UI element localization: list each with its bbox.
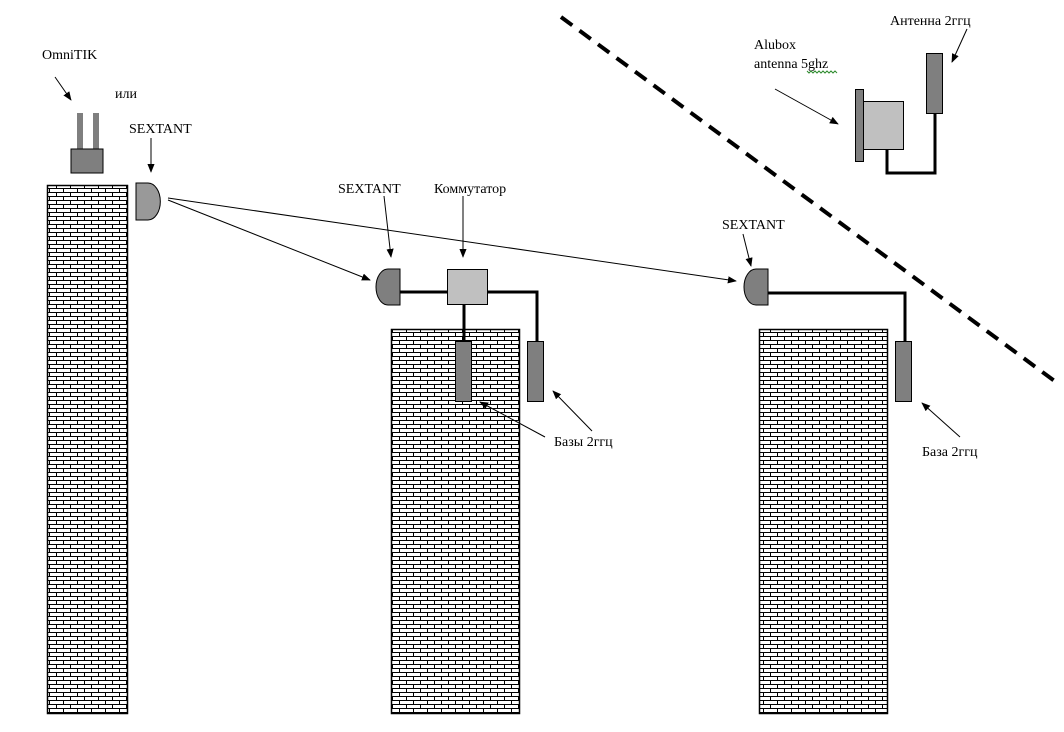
sextant-antenna-icon: [743, 268, 769, 306]
label-base-2ghz: База 2ггц: [922, 445, 978, 460]
pointer-sextant-3: [742, 233, 753, 267]
sextant-antenna-icon: [135, 182, 161, 221]
label-sextant-3: SEXTANT: [722, 218, 785, 233]
alubox-plate-icon: [855, 89, 864, 162]
pointer-alubox: [774, 88, 839, 125]
label-omnitik: OmniTIK: [42, 48, 97, 63]
switch-icon: [447, 269, 488, 305]
pointer-sextant-2: [383, 195, 394, 258]
pointer-base-2b: [552, 390, 593, 432]
boundary-dashed-line: [559, 15, 1062, 387]
label-switch: Коммутатор: [434, 182, 506, 197]
wireless-link-1: [167, 199, 371, 281]
cable-building-2: [400, 290, 539, 342]
label-or: или: [115, 87, 137, 102]
pointer-base-3: [921, 402, 961, 438]
antenna-2ghz-icon: [926, 53, 943, 114]
building-3: [758, 328, 889, 715]
base-station-icon: [455, 341, 472, 402]
pointer-base-2a: [479, 401, 546, 438]
cable-alubox: [885, 113, 937, 175]
spellcheck-underline: [806, 70, 838, 74]
building-1: [46, 184, 129, 715]
label-antenna-2ghz: Антенна 2ггц: [890, 14, 971, 29]
label-alubox-line1: Alubox: [754, 38, 796, 53]
label-alubox-line2: antenna 5ghz: [754, 57, 828, 72]
label-sextant-2: SEXTANT: [338, 182, 401, 197]
cable-building-3: [768, 291, 907, 342]
pointer-omnitik: [54, 76, 72, 101]
sextant-antenna-icon: [375, 268, 401, 306]
base-station-icon: [895, 341, 912, 402]
pointer-antenna-2ghz: [951, 28, 968, 63]
base-station-icon: [527, 341, 544, 402]
wireless-link-2: [167, 197, 737, 284]
omnitik-icon: [70, 113, 104, 174]
alubox-body-icon: [863, 101, 904, 150]
label-sextant-1: SEXTANT: [129, 122, 192, 137]
label-bases-2ghz: Базы 2ггц: [554, 435, 613, 450]
